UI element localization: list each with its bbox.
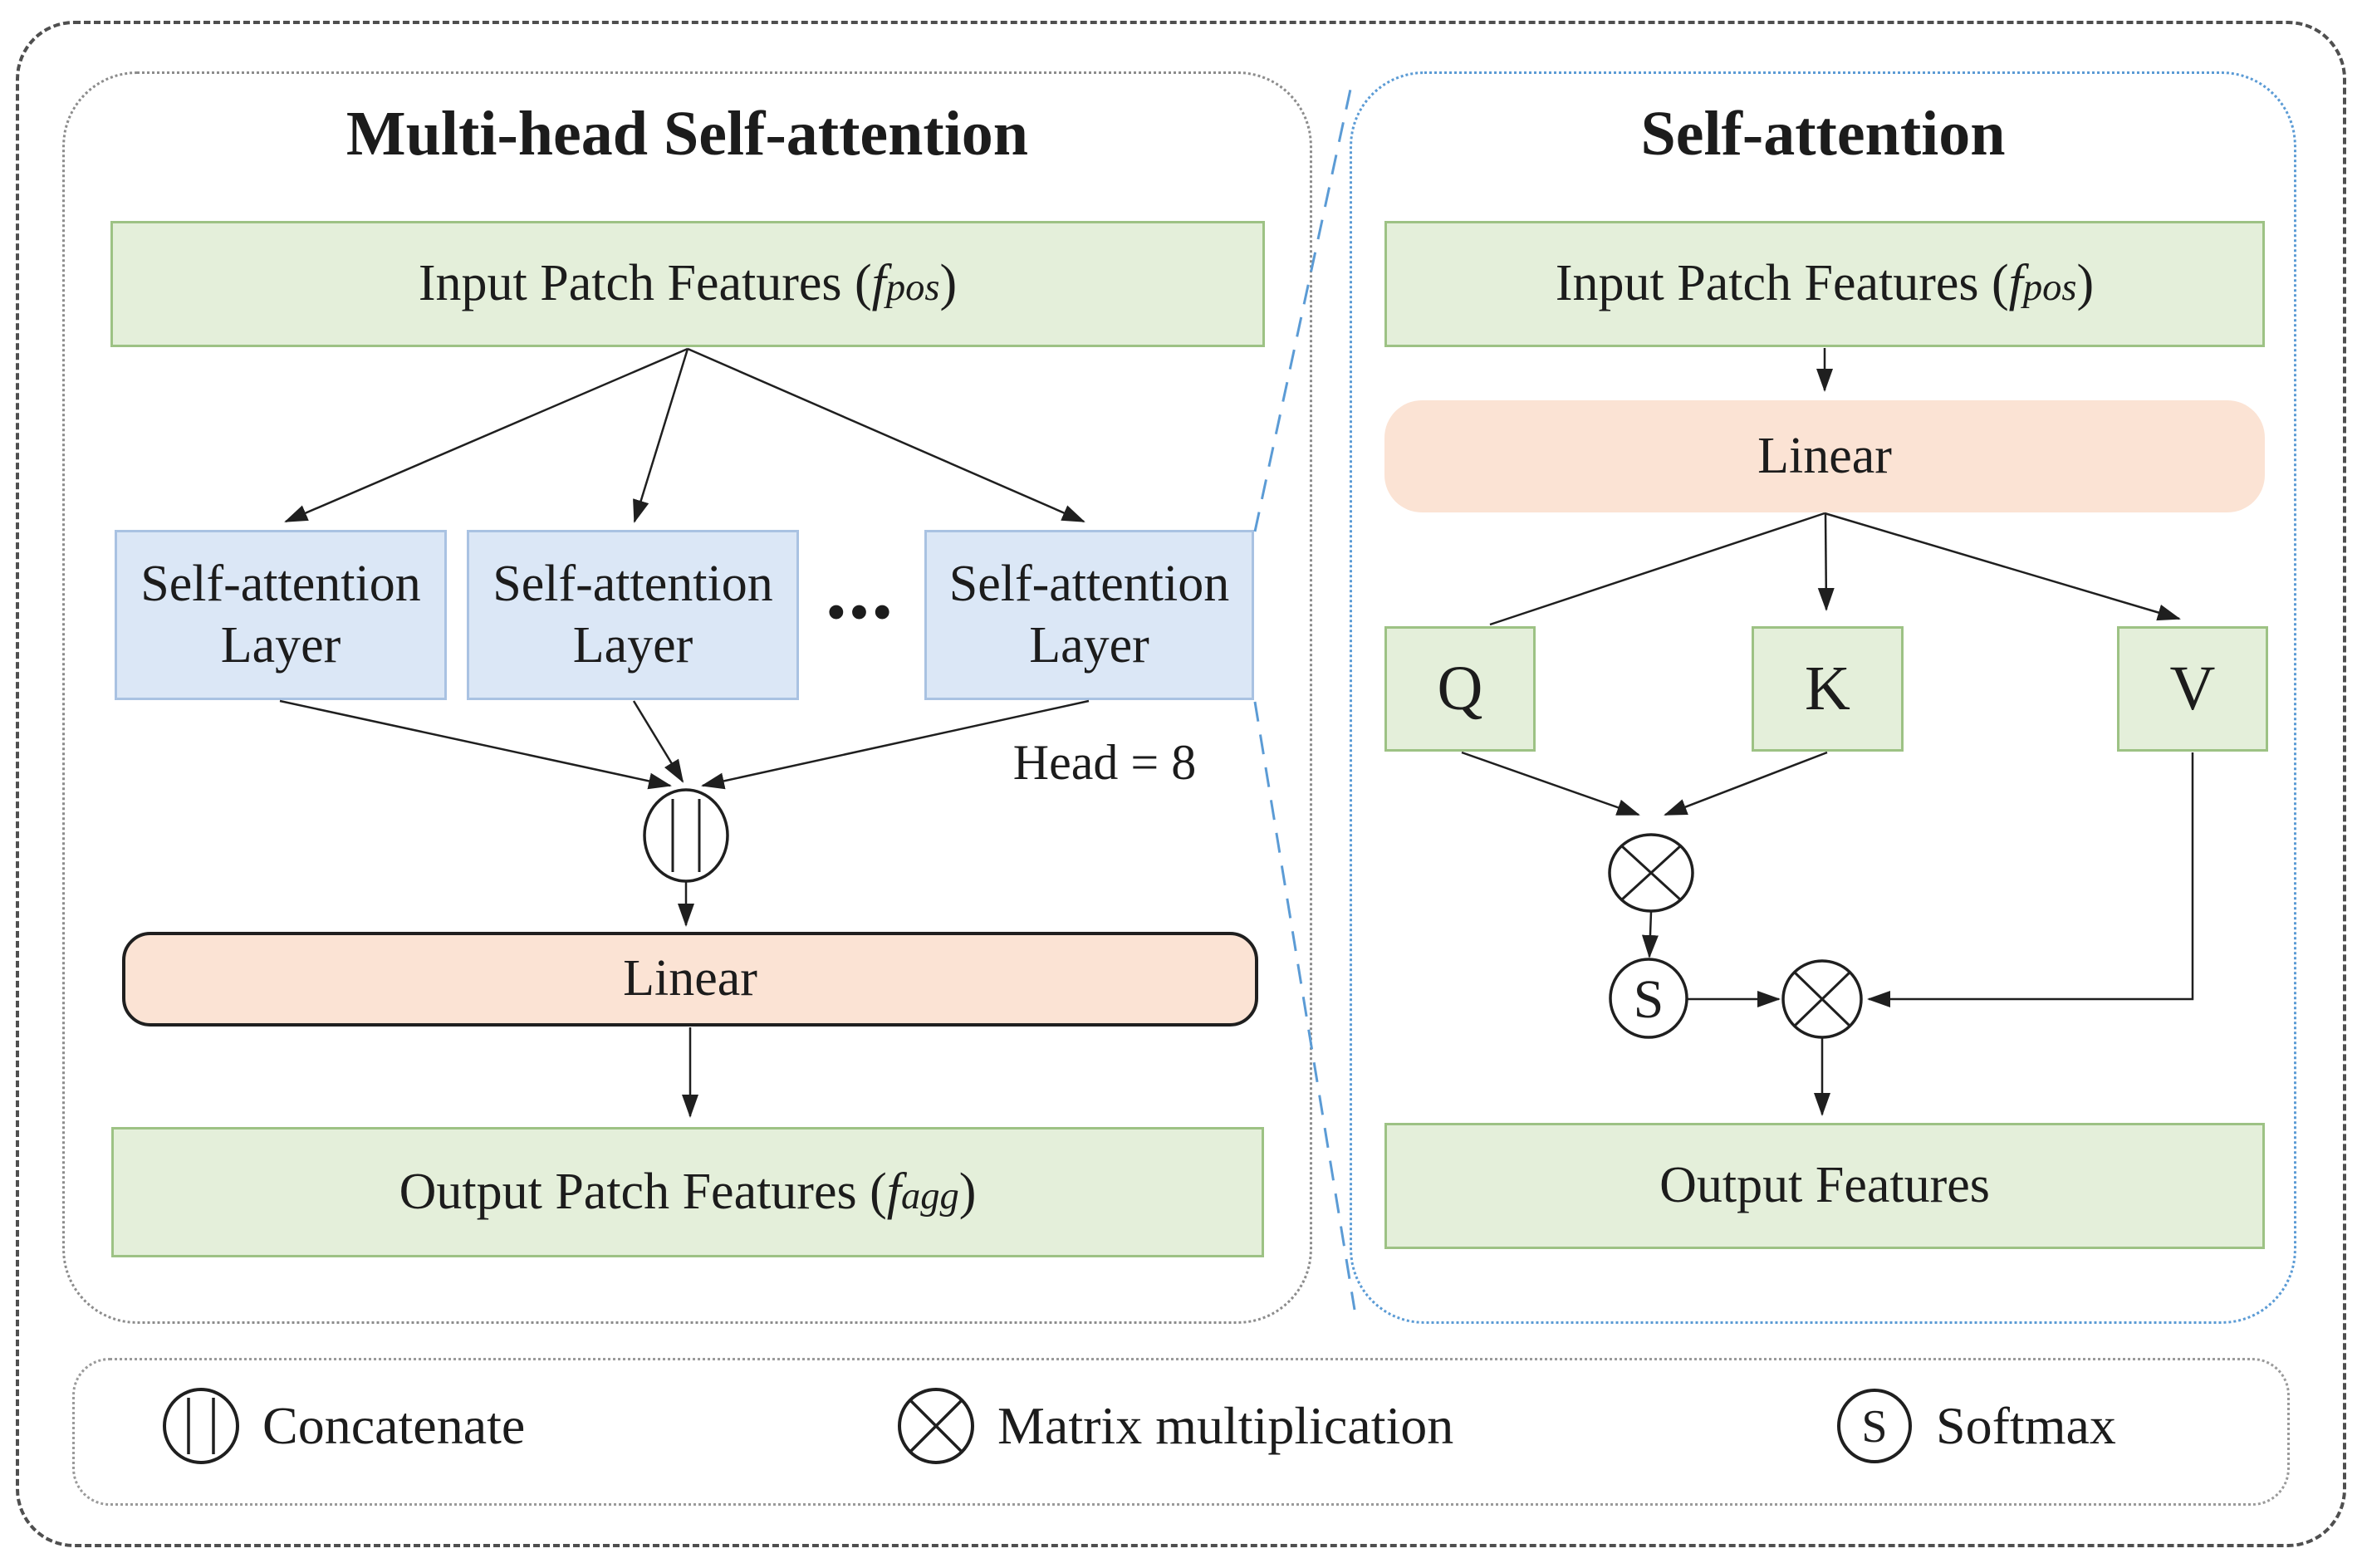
layer-label-line1: Self-attention xyxy=(140,556,421,613)
self-attention-layer-box-2: Self-attention Layer xyxy=(467,530,799,700)
self-attention-layer-box-1: Self-attention Layer xyxy=(115,530,447,700)
legend-softmax-symbol: S xyxy=(1861,1401,1887,1453)
layer-label-line1: Self-attention xyxy=(492,556,773,613)
multi-head-title: Multi-head Self-attention xyxy=(345,99,1029,169)
layer-label-line2: Layer xyxy=(572,616,693,674)
legend-concatenate-label: Concatenate xyxy=(262,1396,526,1455)
query-box: Q xyxy=(1384,626,1536,752)
figure-outer-border xyxy=(16,21,2346,1547)
key-box: K xyxy=(1752,626,1904,752)
mh-output-label: Output Patch Features (fagg) xyxy=(399,1163,977,1220)
mh-input-label: Input Patch Features (fpos) xyxy=(418,255,958,312)
sa-input-patch-features-box: Input Patch Features (fpos) xyxy=(1384,221,2265,347)
self-attention-panel xyxy=(1350,71,2296,1324)
sa-input-label: Input Patch Features (fpos) xyxy=(1555,255,2095,312)
matrix-multiplication-icon xyxy=(898,1388,974,1464)
softmax-icon: S xyxy=(1837,1389,1912,1463)
concatenate-icon xyxy=(163,1388,239,1464)
value-box: V xyxy=(2117,626,2268,752)
legend-item-matmul: Matrix multiplication xyxy=(896,1380,1453,1472)
mh-output-patch-features-box: Output Patch Features (fagg) xyxy=(111,1127,1264,1257)
legend-matmul-label: Matrix multiplication xyxy=(997,1396,1454,1455)
layer-label-line1: Self-attention xyxy=(948,556,1230,613)
sa-linear-box: Linear xyxy=(1384,400,2265,512)
layer-label-line2: Layer xyxy=(220,616,341,674)
legend-item-softmax: S Softmax xyxy=(1835,1380,2116,1472)
self-attention-title: Self-attention xyxy=(1640,99,2006,169)
layer-label-line2: Layer xyxy=(1029,616,1149,674)
legend-softmax-label: Softmax xyxy=(1936,1396,2116,1455)
ellipsis-dots: ••• xyxy=(826,584,897,641)
mh-input-patch-features-box: Input Patch Features (fpos) xyxy=(110,221,1265,347)
sa-output-features-box: Output Features xyxy=(1384,1123,2265,1249)
legend-item-concatenate: Concatenate xyxy=(161,1380,525,1472)
legend-box xyxy=(72,1358,2290,1506)
multi-head-panel xyxy=(62,71,1312,1324)
head-count-note: Head = 8 xyxy=(1012,735,1197,790)
mh-linear-box: Linear xyxy=(122,932,1258,1027)
self-attention-layer-box-3: Self-attention Layer xyxy=(924,530,1254,700)
